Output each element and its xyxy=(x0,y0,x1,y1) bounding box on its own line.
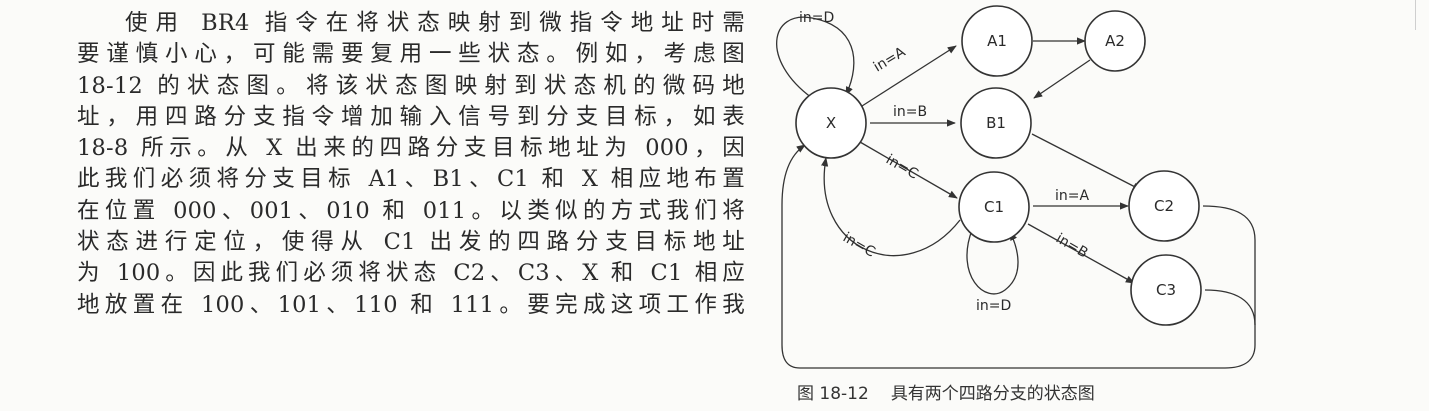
figure-number: 图 18-12 xyxy=(797,384,869,404)
state-node-c3: C3 xyxy=(1130,254,1202,326)
state-node-a1: A1 xyxy=(961,5,1033,77)
state-node-b1: B1 xyxy=(960,87,1032,159)
paragraph-line: 使用 BR4 指令在将状态映射到微指令地址时需 xyxy=(125,10,745,36)
edge-c2-x xyxy=(781,144,1256,369)
edge-c1-x xyxy=(821,157,961,257)
edge-label-x-a1: in=A xyxy=(871,44,909,75)
state-node-c1: C1 xyxy=(958,171,1030,243)
state-node-x: X xyxy=(795,87,867,159)
paragraph-line: 18-12 的状态图。将该状态图映射到状态机的微码地 xyxy=(77,72,745,99)
state-label-c1: C1 xyxy=(984,198,1004,216)
state-label-c3: C3 xyxy=(1156,281,1176,299)
edge-label-c1-c3: in=B xyxy=(1053,231,1091,262)
state-node-a2: A2 xyxy=(1084,10,1146,72)
figure-caption: 图 18-12 具有两个四路分支的状态图 xyxy=(797,379,1095,404)
state-label-x: X xyxy=(826,114,836,132)
edge-b1-c2 xyxy=(1031,133,1142,191)
edge-label-x-self: in=D xyxy=(799,10,834,26)
state-node-c2: C2 xyxy=(1128,170,1200,242)
paragraph-line: 为 100。因此我们必须将状态 C2、C3、X 和 C1 相应 xyxy=(77,260,745,287)
edge-a2-b1 xyxy=(1033,59,1091,99)
edge-label-c1-self: in=D xyxy=(976,298,1011,314)
state-label-b1: B1 xyxy=(986,114,1006,132)
paragraph-line: 要谨慎小心，可能需要复用一些状态。例如，考虑图 xyxy=(77,41,745,68)
edge-label-x-b1: in=B xyxy=(893,104,927,120)
edge-x-a1 xyxy=(861,45,957,107)
paragraph-line: 址，用四路分支指令增加输入信号到分支目标，如表 xyxy=(77,103,745,130)
edge-label-c1-x: in=C xyxy=(840,230,878,261)
edge-label-c1-c2: in=A xyxy=(1055,188,1089,204)
state-label-c2: C2 xyxy=(1154,197,1174,215)
edge-x-self xyxy=(776,16,855,99)
paragraph-line: 此我们必须将分支目标 A1、B1、C1 和 X 相应地布置 xyxy=(77,166,745,193)
edge-label-x-c1: in=C xyxy=(883,152,921,183)
paragraph-line: 地放置在 100、101、110 和 111。要完成这项工作我 xyxy=(77,291,745,318)
paragraph-line: 18-8 所示。从 X 出来的四路分支目标地址为 000，因 xyxy=(77,135,745,162)
paragraph-line: 在位置 000、001、010 和 011。以类似的方式我们将 xyxy=(77,197,745,224)
state-diagram: in=D in=A in=B in=C in=C in=A in=B in=D … xyxy=(776,5,1256,369)
body-paragraph: 使用 BR4 指令在将状态映射到微指令地址时需 要谨慎小心，可能需要复用一些状态… xyxy=(77,8,745,321)
edge-x-c1 xyxy=(859,141,958,199)
state-label-a2: A2 xyxy=(1105,32,1125,50)
state-label-a1: A1 xyxy=(987,32,1007,50)
page-edge-rule xyxy=(1415,0,1416,30)
figure-caption-text: 具有两个四路分支的状态图 xyxy=(890,384,1095,404)
edge-c3-x xyxy=(1204,289,1256,326)
edge-c1-c3 xyxy=(1027,223,1135,284)
paragraph-line: 状态进行定位，使得从 C1 出发的四路分支目标地址 xyxy=(77,229,745,256)
edge-c1-self xyxy=(966,229,1019,295)
